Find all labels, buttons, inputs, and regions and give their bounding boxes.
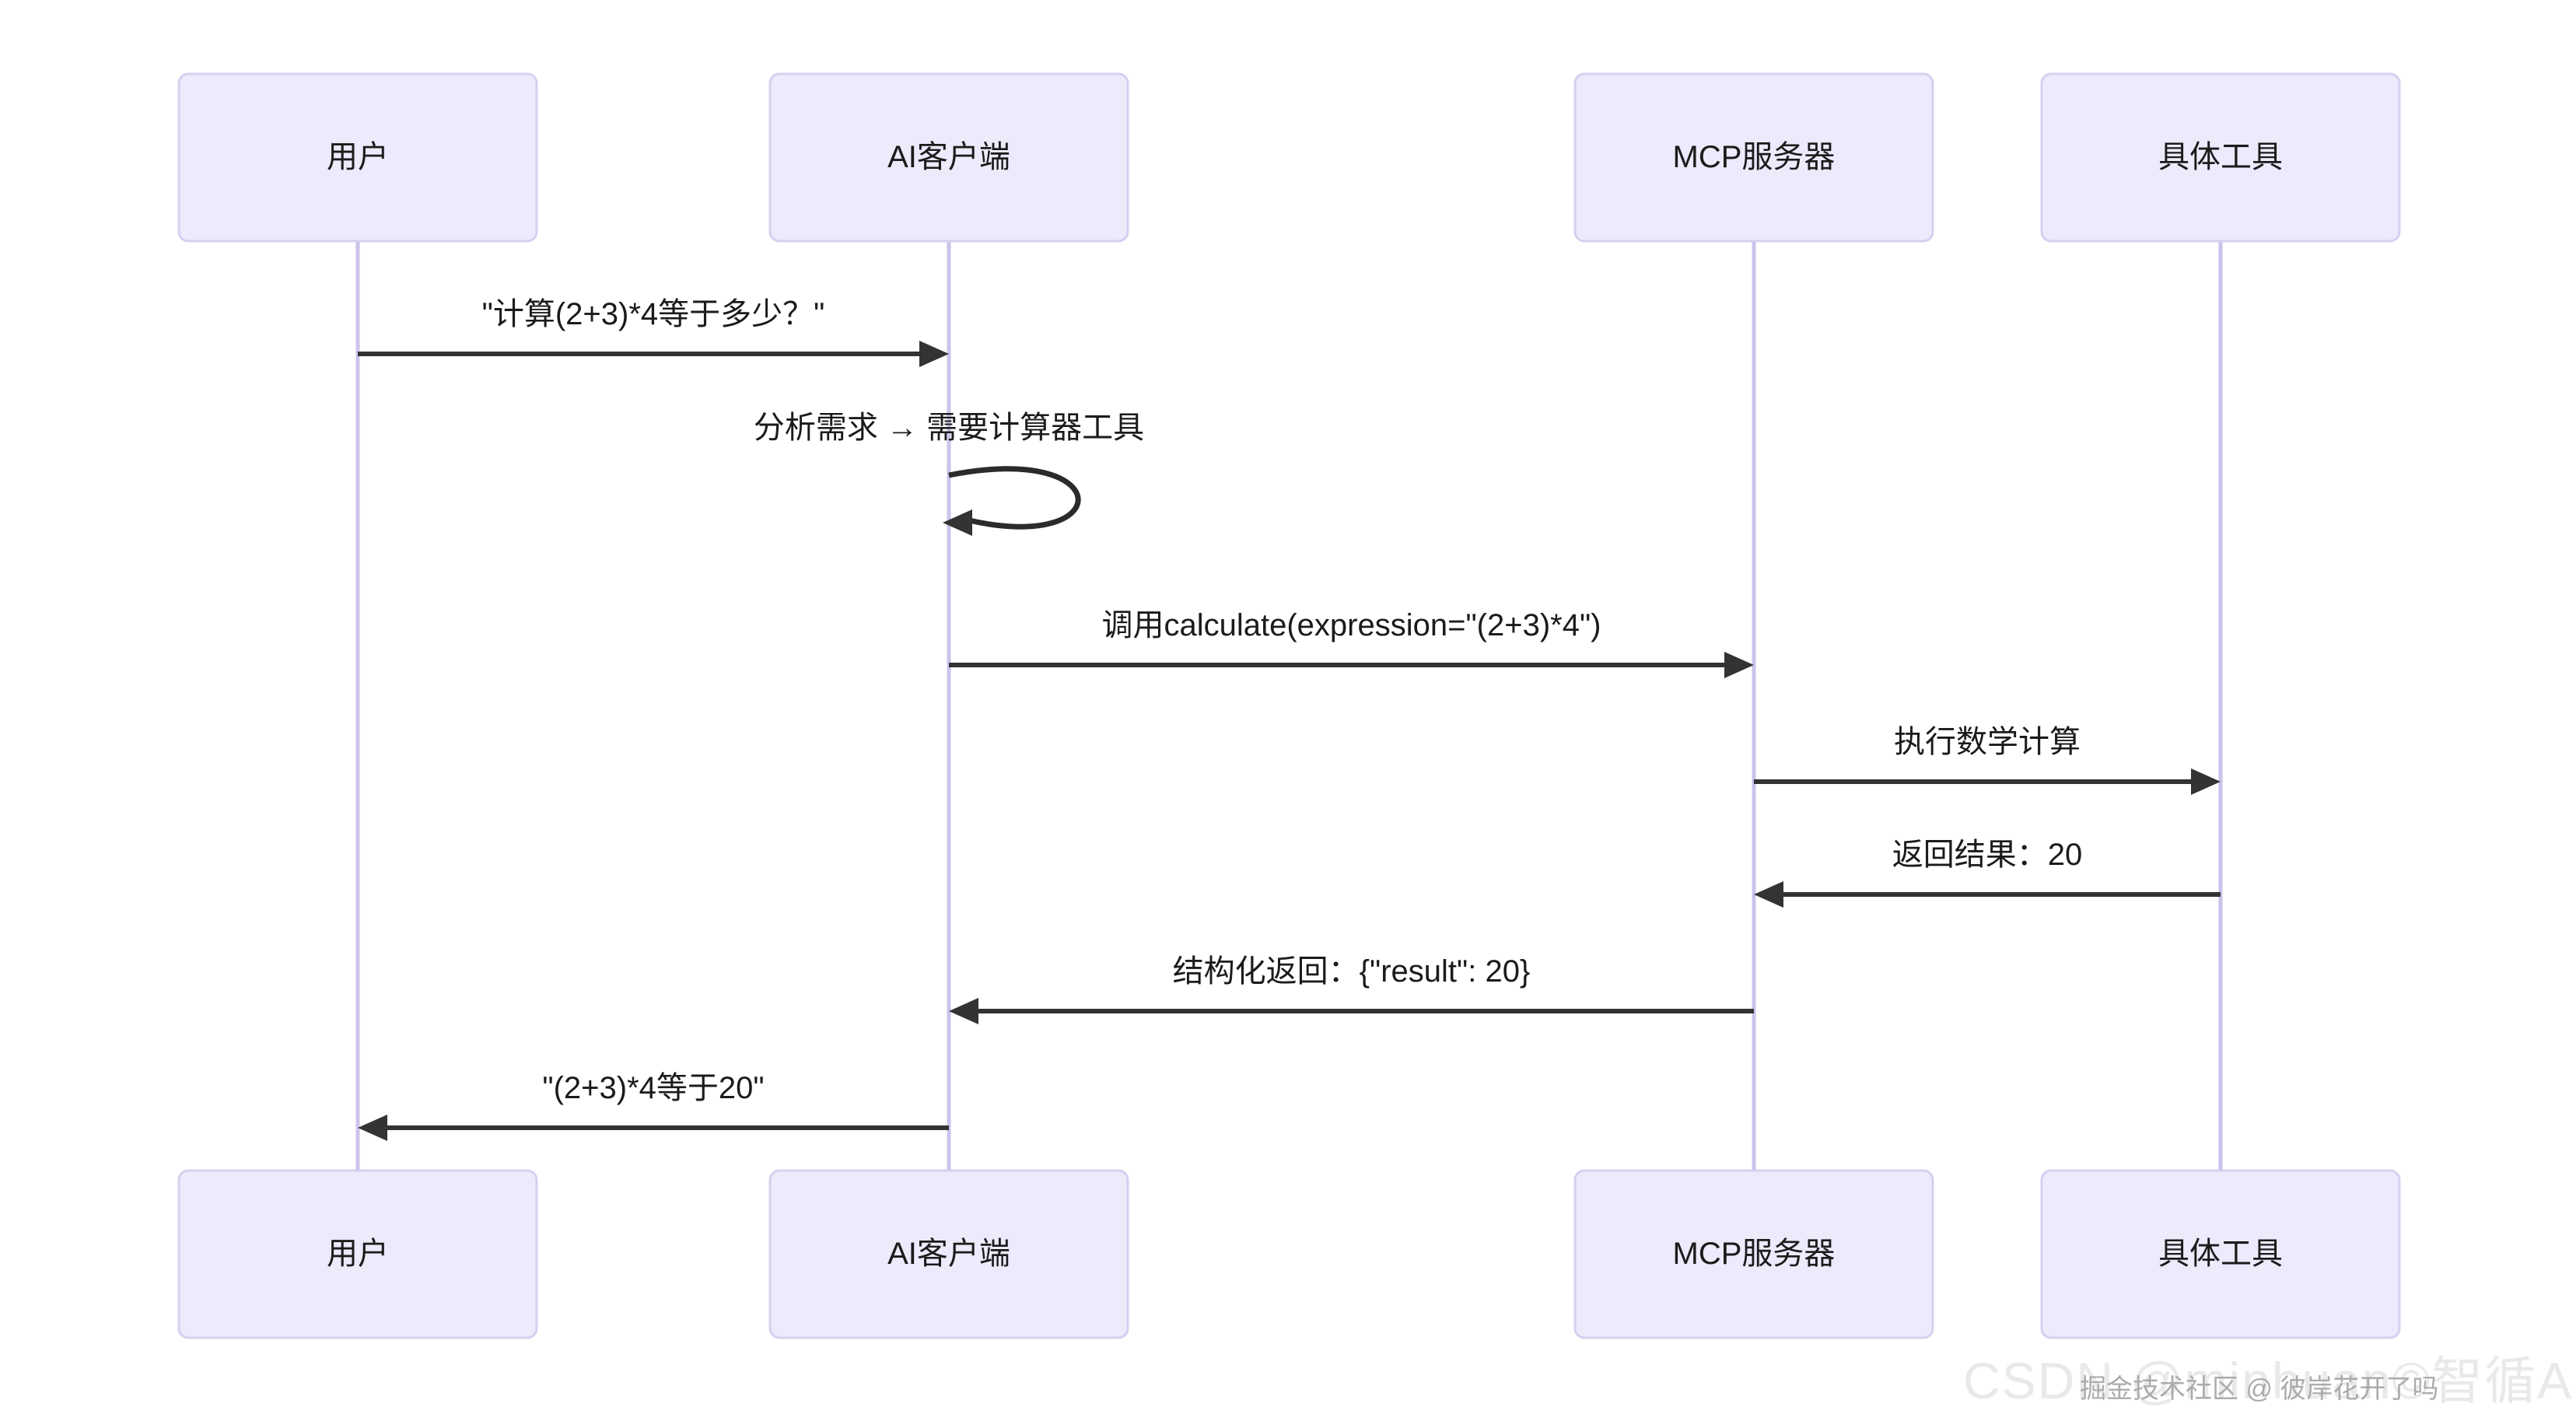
actor-label-tool: 具体工具 — [2158, 1237, 2283, 1271]
message-label: "计算(2+3)*4等于多少？" — [482, 297, 825, 331]
watermark-csdn: CSDN @minhuan©智循AI — [1963, 1352, 2576, 1409]
actor-label-server: MCP服务器 — [1673, 1237, 1836, 1271]
actor-box-rect — [2040, 1169, 2401, 1339]
message-arrowhead — [1724, 652, 1754, 678]
actor-label-tool: 具体工具 — [2158, 140, 2283, 174]
message-7: "(2+3)*4等于20" — [358, 1071, 949, 1141]
actor-box-bottom-tool[interactable]: 具体工具 — [2040, 1169, 2401, 1339]
message-2: 分析需求 → 需要计算器工具 — [754, 411, 1144, 536]
message-arrowhead — [358, 1115, 387, 1141]
message-label: 调用calculate(expression="(2+3)*4") — [1101, 608, 1601, 642]
actor-box-rect — [177, 1169, 538, 1339]
actor-box-top-tool[interactable]: 具体工具 — [2040, 72, 2401, 243]
message-self-loop-path — [948, 466, 1081, 530]
actor-label-client: AI客户端 — [887, 140, 1010, 174]
lifelines-group — [355, 241, 2223, 1171]
actor-box-rect — [768, 1169, 1129, 1339]
actor-label-server: MCP服务器 — [1673, 140, 1836, 174]
message-arrowhead — [1754, 881, 1783, 908]
actor-box-rect — [2040, 72, 2401, 243]
actor-box-top-client[interactable]: AI客户端 — [768, 72, 1129, 243]
actor-box-rect — [1573, 72, 1934, 243]
message-label: 返回结果：20 — [1892, 838, 2083, 872]
actors-top-group: 用户 AI客户端 MCP服务器 具体工具 — [177, 72, 2401, 243]
actor-box-bottom-client[interactable]: AI客户端 — [768, 1169, 1129, 1339]
actor-box-rect — [1573, 1169, 1934, 1339]
message-1: "计算(2+3)*4等于多少？" — [358, 297, 949, 367]
actor-box-bottom-user[interactable]: 用户 — [177, 1169, 538, 1339]
message-4: 执行数学计算 — [1754, 725, 2221, 795]
actors-bottom-group: 用户 AI客户端 MCP服务器 具体工具 — [177, 1169, 2401, 1339]
messages-group: "计算(2+3)*4等于多少？" 分析需求 → 需要计算器工具调用calculat… — [358, 297, 2221, 1141]
message-3: 调用calculate(expression="(2+3)*4") — [949, 608, 1754, 678]
actor-box-rect — [177, 72, 538, 243]
actor-label-client: AI客户端 — [887, 1237, 1010, 1271]
message-label: 分析需求 → 需要计算器工具 — [754, 411, 1144, 445]
message-arrowhead — [943, 509, 972, 536]
actor-box-top-server[interactable]: MCP服务器 — [1573, 72, 1934, 243]
actor-box-bottom-server[interactable]: MCP服务器 — [1573, 1169, 1934, 1339]
message-label: 执行数学计算 — [1894, 725, 2081, 759]
actor-box-rect — [768, 72, 1129, 243]
message-arrowhead — [949, 998, 978, 1024]
actor-box-top-user[interactable]: 用户 — [177, 72, 538, 243]
message-arrowhead — [2191, 768, 2221, 795]
watermark-juejin: 掘金技术社区 @ 彼岸花开了吗 — [2080, 1374, 2439, 1404]
message-label: 结构化返回：{"result": 20} — [1173, 954, 1531, 989]
message-5: 返回结果：20 — [1754, 838, 2221, 908]
message-arrowhead — [919, 341, 949, 367]
message-label: "(2+3)*4等于20" — [542, 1071, 764, 1105]
actor-label-user: 用户 — [327, 1237, 389, 1271]
message-6: 结构化返回：{"result": 20} — [949, 954, 1754, 1024]
actor-label-user: 用户 — [327, 140, 389, 174]
